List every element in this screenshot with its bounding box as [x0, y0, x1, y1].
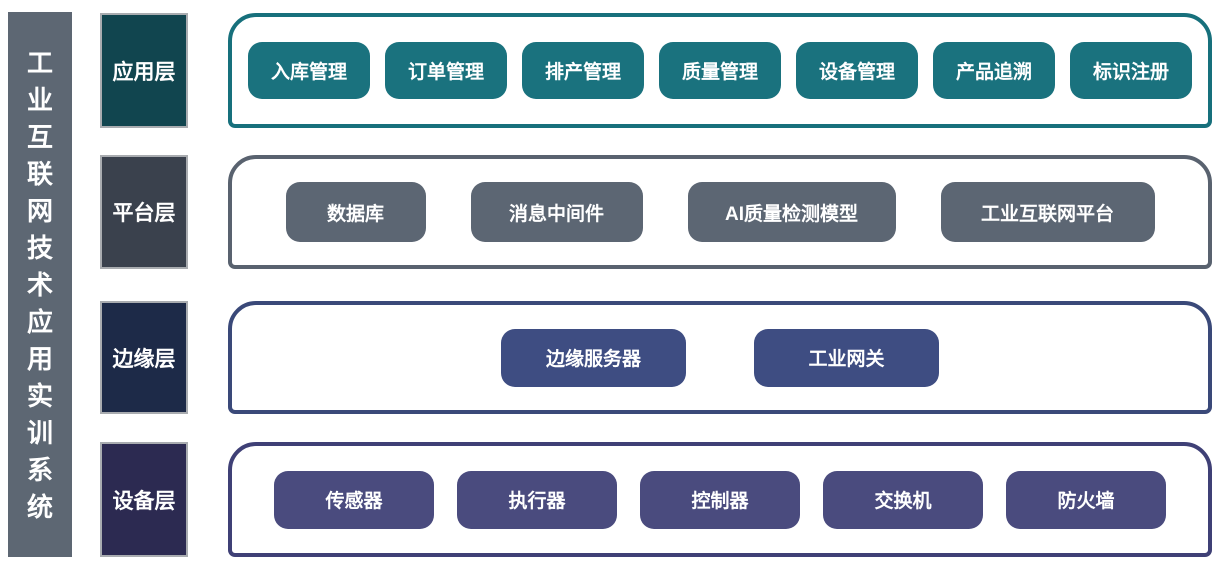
layer-row-application: 应用层 入库管理订单管理排产管理质量管理设备管理产品追溯标识注册 — [100, 13, 1212, 128]
system-title-char: 用 — [26, 343, 53, 374]
layer-row-platform: 平台层 数据库消息中间件 AI质量检测模型工业互联网平台 — [100, 155, 1212, 269]
node-application-1: 订单管理 — [385, 42, 507, 99]
node-platform-1: 消息中间件 — [470, 182, 643, 242]
system-title-bar: 工业互联网技术应用实训系统 — [8, 12, 72, 557]
node-application-5: 产品追溯 — [933, 42, 1055, 99]
node-device-0: 传感器 — [274, 470, 434, 529]
layer-container-edge: 边缘服务器 工业网关 — [228, 301, 1212, 414]
system-title-char: 工 — [26, 47, 53, 78]
layer-label-platform: 平台层 — [100, 155, 188, 269]
layer-row-edge: 边缘层 边缘服务器 工业网关 — [100, 301, 1212, 414]
system-title-char: 联 — [26, 158, 53, 189]
layer-container-device: 传感器执行器控制器交换机防火墙 — [228, 442, 1212, 557]
system-title-char: 互 — [26, 121, 53, 152]
node-application-4: 设备管理 — [796, 42, 918, 99]
layer-row-device: 设备层 传感器执行器控制器交换机防火墙 — [100, 442, 1212, 557]
node-device-1: 执行器 — [457, 470, 617, 529]
system-title-char: 应 — [26, 306, 53, 337]
system-title-char: 术 — [26, 269, 53, 300]
layer-container-platform: 数据库消息中间件 AI质量检测模型工业互联网平台 — [228, 155, 1212, 269]
node-application-3: 质量管理 — [659, 42, 781, 99]
layer-label-device: 设备层 — [100, 442, 188, 557]
node-device-4: 防火墙 — [1006, 470, 1166, 529]
node-platform-3: 工业互联网平台 — [940, 182, 1155, 242]
node-application-2: 排产管理 — [522, 42, 644, 99]
node-device-3: 交换机 — [823, 470, 983, 529]
system-title-char: 实 — [26, 380, 53, 411]
node-edge-0: 边缘服务器 — [501, 328, 686, 387]
node-application-0: 入库管理 — [248, 42, 370, 99]
system-title-char: 训 — [26, 417, 53, 448]
layer-container-application: 入库管理订单管理排产管理质量管理设备管理产品追溯标识注册 — [228, 13, 1212, 128]
node-application-6: 标识注册 — [1070, 42, 1192, 99]
system-title-char: 技 — [26, 232, 53, 263]
node-device-2: 控制器 — [640, 470, 800, 529]
node-edge-1: 工业网关 — [754, 328, 939, 387]
system-title-char: 统 — [26, 491, 53, 522]
node-platform-0: 数据库 — [285, 182, 426, 242]
system-title-char: 网 — [26, 195, 53, 226]
layer-label-application: 应用层 — [100, 13, 188, 128]
system-title-char: 系 — [26, 454, 53, 485]
node-platform-2: AI质量检测模型 — [687, 182, 896, 242]
layer-label-edge: 边缘层 — [100, 301, 188, 414]
system-title-char: 业 — [26, 84, 53, 115]
